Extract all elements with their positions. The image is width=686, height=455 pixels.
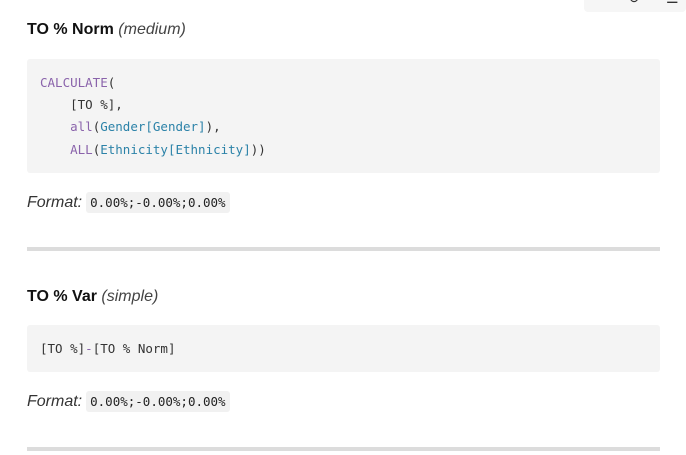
code-reference: Gender[Gender] (100, 119, 206, 134)
list-icon[interactable]: ☰ (666, 0, 679, 5)
code-function: all (70, 119, 93, 134)
code-function: CALCULATE (40, 75, 108, 90)
code-reference: Ethnicity[Ethnicity] (100, 142, 251, 157)
code-line: ALL(Ethnicity[Ethnicity])) (40, 142, 266, 158)
code-text: [TO %] (40, 341, 86, 356)
code-line: [TO %]-[TO % Norm] (40, 341, 175, 357)
format-value: 0.00%;-0.00%;0.00% (86, 391, 230, 412)
code-text: [TO %], (40, 97, 123, 112)
format-row: Format:0.00%;-0.00%;0.00% (27, 391, 230, 412)
code-text: [TO % Norm] (92, 341, 176, 356)
code-function: ALL (70, 142, 93, 157)
code-line: CALCULATE( (40, 75, 115, 91)
measure-complexity: (simple) (101, 288, 159, 305)
format-label: Format: (27, 194, 83, 211)
refresh-icon[interactable]: ↻ (628, 0, 640, 5)
code-punct: )) (250, 142, 266, 157)
code-operator: - (85, 341, 93, 356)
measure-name: TO % Var (27, 288, 97, 305)
code-line: [TO %], (40, 97, 123, 113)
measure-complexity: (medium) (118, 21, 186, 38)
measure-title: TO % Norm (medium) (27, 20, 186, 40)
code-line: all(Gender[Gender]), (40, 119, 221, 135)
section-divider (27, 447, 660, 451)
format-row: Format:0.00%;-0.00%;0.00% (27, 192, 230, 213)
code-punct: ), (205, 119, 221, 134)
format-label: Format: (27, 393, 83, 410)
measure-name: TO % Norm (27, 21, 114, 38)
measure-section-to-var: TO % Var (simple) [TO %]-[TO % Norm] For… (27, 287, 660, 453)
code-punct: ( (92, 142, 101, 157)
section-divider (27, 247, 660, 251)
code-block: CALCULATE( [TO %], all(Gender[Gender]), … (27, 59, 660, 173)
measure-section-to-norm: TO % Norm (medium) CALCULATE( [TO %], al… (27, 20, 660, 252)
code-punct: ( (92, 119, 101, 134)
toolbar-control: ↻ ☰ (584, 0, 686, 12)
format-value: 0.00%;-0.00%;0.00% (86, 192, 230, 213)
code-block: [TO %]-[TO % Norm] (27, 325, 660, 372)
measure-title: TO % Var (simple) (27, 287, 158, 307)
code-punct: ( (107, 75, 116, 90)
